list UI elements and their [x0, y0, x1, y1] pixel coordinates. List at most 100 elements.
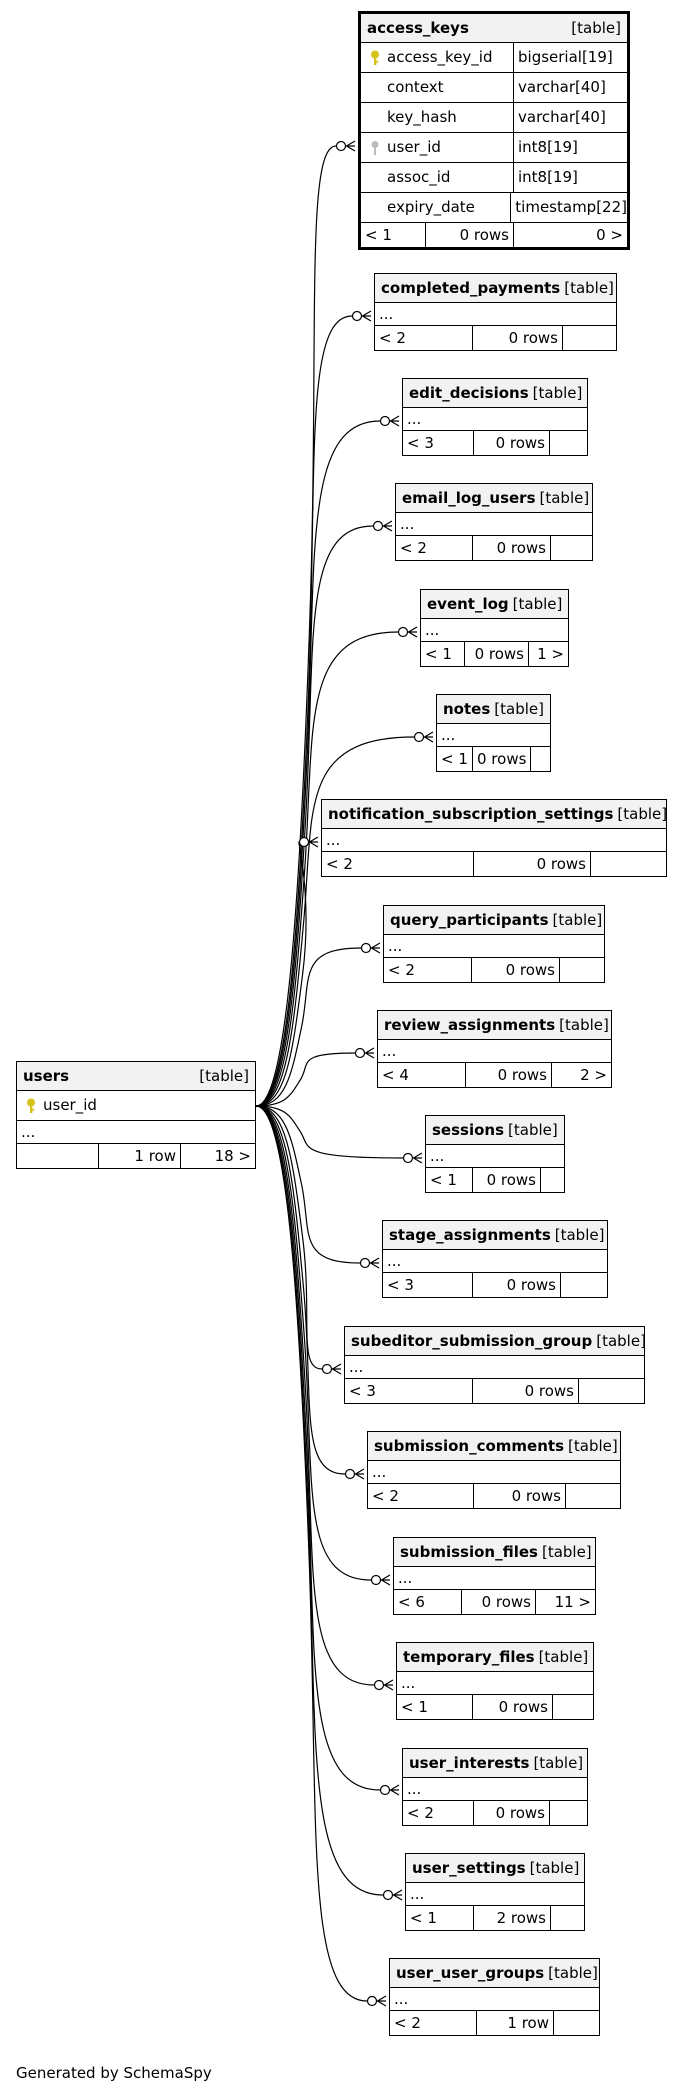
table-event-log[interactable]: event_log[table] ... < 1 0 rows 1 > [420, 589, 569, 667]
table-name: sessions [432, 1121, 505, 1139]
child-count[interactable] [550, 431, 587, 455]
table-user-settings[interactable]: user_settings[table] ... < 1 2 rows [405, 1853, 585, 1931]
parent-count[interactable]: < 2 [322, 852, 474, 876]
child-count[interactable]: 2 > [580, 1066, 607, 1084]
column-row[interactable]: expiry_date timestamp[22] [361, 193, 627, 223]
table-header: review_assignments[table] [378, 1011, 611, 1040]
child-count[interactable] [566, 1484, 620, 1508]
parent-count[interactable]: < 1 [437, 747, 473, 771]
crow-foot-marker [407, 626, 418, 638]
child-count[interactable] [563, 326, 616, 350]
table-type: [table] [559, 1016, 609, 1034]
table-completed-payments[interactable]: completed_payments[table] ... < 2 0 rows [374, 273, 617, 351]
table-type: [table] [617, 805, 668, 823]
table-review-assignments[interactable]: review_assignments[table] ... < 4 0 rows… [377, 1010, 612, 1088]
table-query-participants[interactable]: query_participants[table] ... < 2 0 rows [383, 905, 605, 983]
parent-count[interactable]: < 2 [403, 1801, 474, 1825]
row-count: 0 rows [426, 223, 514, 247]
table-header: access_keys [table] [361, 14, 627, 43]
column-name: context [361, 73, 514, 102]
child-count[interactable] [591, 852, 666, 876]
edge-users-to-notes [255, 736, 415, 1107]
column-row[interactable]: user_id int8[19] [361, 133, 627, 163]
child-count[interactable]: 18 > [214, 1147, 251, 1165]
parent-count[interactable]: < 2 [384, 958, 472, 982]
column-row[interactable]: access_key_id bigserial[19] [361, 43, 627, 73]
parent-count[interactable]: < 3 [383, 1273, 473, 1297]
parent-count[interactable]: < 1 [361, 223, 426, 247]
crow-foot-marker [364, 1047, 375, 1059]
parent-count[interactable]: < 4 [378, 1063, 466, 1087]
columns-ellipsis: ... [403, 408, 587, 431]
parent-count[interactable]: < 2 [390, 2011, 477, 2035]
table-email-log-users[interactable]: email_log_users[table] ... < 2 0 rows [395, 483, 593, 561]
table-name: edit_decisions [409, 384, 529, 402]
columns-ellipsis: ... [322, 829, 666, 852]
row-count: 0 rows [473, 536, 551, 560]
column-name: key_hash [361, 103, 514, 132]
crow-foot-marker [380, 1574, 391, 1586]
child-count[interactable] [554, 2011, 599, 2035]
child-count[interactable]: 11 > [554, 1593, 591, 1611]
columns-ellipsis: ... [375, 303, 616, 326]
child-count[interactable] [553, 1695, 593, 1719]
parent-count[interactable]: < 1 [426, 1168, 473, 1192]
parent-count[interactable]: < 2 [368, 1484, 474, 1508]
column-type: int8[19] [518, 138, 578, 156]
table-header: sessions[table] [426, 1116, 564, 1145]
crow-foot-marker [361, 310, 372, 322]
child-count[interactable] [560, 958, 604, 982]
row-count: 0 rows [474, 1801, 550, 1825]
child-count[interactable] [551, 1906, 584, 1930]
edge-users-to-subeditor-submission-group [255, 1105, 323, 1370]
table-subeditor-submission-group[interactable]: subeditor_submission_group[table] ... < … [344, 1326, 646, 1404]
parent-count[interactable]: < 6 [394, 1590, 462, 1614]
child-count[interactable]: 0 > [596, 226, 623, 244]
child-count[interactable] [561, 1273, 607, 1297]
edge-users-to-review-assignments [255, 1052, 356, 1107]
child-count[interactable] [531, 747, 550, 771]
table-users[interactable]: users [table] user_id ... 1 row 18 > [16, 1061, 256, 1169]
table-footer: < 2 0 rows [322, 852, 666, 876]
table-submission-files[interactable]: submission_files[table] ... < 6 0 rows 1… [393, 1537, 596, 1615]
table-notes[interactable]: notes[table] ... < 1 0 rows [436, 694, 551, 772]
table-header: stage_assignments[table] [383, 1221, 607, 1250]
column-row[interactable]: context varchar[40] [361, 73, 627, 103]
table-user-user-groups[interactable]: user_user_groups[table] ... < 2 1 row [389, 1958, 600, 2036]
column-row[interactable]: user_id [17, 1091, 255, 1121]
table-footer: < 1 0 rows 1 > [421, 642, 568, 666]
child-count[interactable] [550, 1801, 587, 1825]
edge-users-to-sessions [255, 1105, 404, 1159]
table-access-keys[interactable]: access_keys [table] access_key_id bigser… [358, 11, 630, 250]
row-count: 0 rows [462, 1590, 536, 1614]
table-notification-subscription-settings[interactable]: notification_subscription_settings[table… [321, 799, 667, 877]
child-count[interactable] [551, 536, 592, 560]
parent-count[interactable]: < 2 [375, 326, 473, 350]
table-footer: < 1 0 rows [426, 1168, 564, 1192]
table-sessions[interactable]: sessions[table] ... < 1 0 rows [425, 1115, 565, 1193]
parent-count[interactable]: < 3 [345, 1379, 473, 1403]
table-header: users [table] [17, 1062, 255, 1091]
row-count: 0 rows [474, 1484, 566, 1508]
table-submission-comments[interactable]: submission_comments[table] ... < 2 0 row… [367, 1431, 621, 1509]
child-count[interactable]: 1 > [537, 645, 564, 663]
parent-count[interactable] [17, 1144, 99, 1168]
crow-foot-marker [382, 520, 393, 532]
child-count[interactable] [541, 1168, 564, 1192]
parent-count[interactable]: < 1 [397, 1695, 473, 1719]
table-header: temporary_files[table] [397, 1643, 593, 1672]
parent-count[interactable]: < 3 [403, 431, 474, 455]
table-user-interests[interactable]: user_interests[table] ... < 2 0 rows [402, 1748, 588, 1826]
table-edit-decisions[interactable]: edit_decisions[table] ... < 3 0 rows [402, 378, 588, 456]
column-row[interactable]: key_hash varchar[40] [361, 103, 627, 133]
parent-count[interactable]: < 2 [396, 536, 473, 560]
column-row[interactable]: assoc_id int8[19] [361, 163, 627, 193]
parent-count[interactable]: < 1 [406, 1906, 474, 1930]
table-temporary-files[interactable]: temporary_files[table] ... < 1 0 rows [396, 1642, 594, 1720]
column-name: expiry_date [361, 193, 512, 222]
parent-count[interactable]: < 1 [421, 642, 465, 666]
child-count[interactable] [579, 1379, 644, 1403]
table-name: user_interests [409, 1754, 530, 1772]
columns-ellipsis: ... [384, 935, 604, 958]
table-stage-assignments[interactable]: stage_assignments[table] ... < 3 0 rows [382, 1220, 608, 1298]
